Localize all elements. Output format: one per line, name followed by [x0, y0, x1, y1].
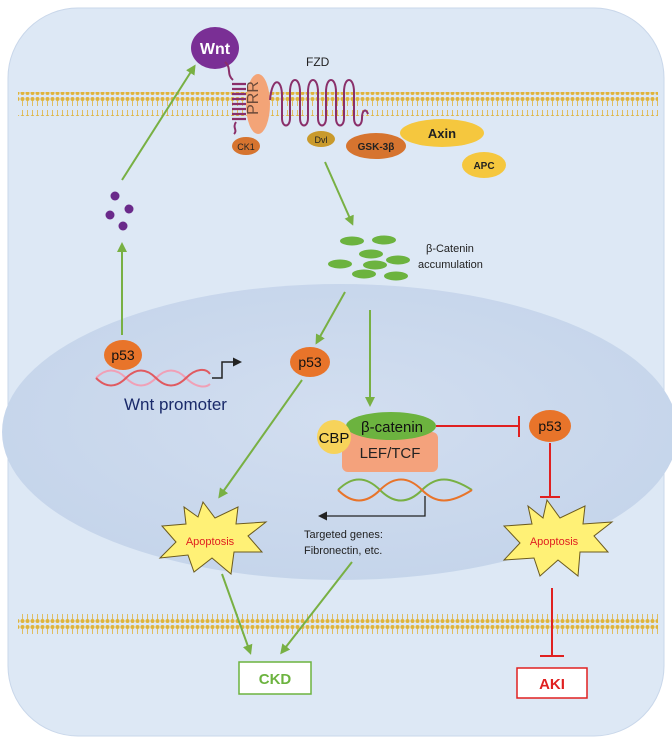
- prr-receptor-coil: [232, 82, 246, 121]
- prr-label: PRR: [245, 81, 262, 115]
- gsk3b-label: GSK-3β: [358, 142, 395, 153]
- p53-middle: [290, 347, 330, 377]
- dvl-label: Dvl: [315, 135, 328, 145]
- arrow-dots-to-wnt: [121, 64, 196, 181]
- aki-box: [516, 667, 588, 699]
- target-gene-dna: [337, 478, 473, 502]
- arrow-apoptosis-to-ckd: [221, 573, 253, 655]
- secreted-wnt-dots: [105, 191, 134, 231]
- bcatenin-cluster: [328, 235, 410, 281]
- leftcf-complex: [342, 432, 438, 472]
- ckd-label: CKD: [259, 671, 292, 688]
- axin-label: Axin: [428, 126, 456, 141]
- arrow-dvl-to-bcatenin: [324, 161, 354, 226]
- p53-left: [104, 340, 142, 370]
- aki-label: AKI: [539, 676, 565, 693]
- bcatenin-accum-label-2: accumulation: [418, 259, 483, 271]
- prr-receptor-loops: [224, 61, 234, 81]
- apc-label: APC: [473, 161, 494, 172]
- bcatenin-nuclear-label: β-catenin: [361, 419, 423, 436]
- apoptosis-right-label: Apoptosis: [530, 536, 579, 548]
- prr-receptor-tail: [233, 121, 237, 135]
- wnt-ligand: [191, 27, 239, 69]
- fzd-label: FZD: [306, 55, 330, 69]
- ck1-protein: [232, 137, 260, 155]
- cbp-protein: [317, 420, 351, 454]
- transcription-start-arrow: [212, 357, 242, 379]
- apc-protein: [462, 152, 506, 178]
- bcatenin-nuclear: [346, 412, 436, 440]
- ck1-label: CK1: [237, 142, 255, 152]
- wnt-label: Wnt: [200, 41, 231, 58]
- wnt-promoter-label: Wnt promoter: [124, 395, 227, 414]
- apoptosis-burst-left: [158, 500, 268, 575]
- dvl-protein: [307, 131, 335, 147]
- apoptosis-left-label: Apoptosis: [186, 536, 235, 548]
- plasma-membrane-top: [18, 92, 658, 116]
- p53-right-label: p53: [538, 418, 562, 434]
- targeted-genes-label-1: Targeted genes:: [304, 529, 383, 541]
- apoptosis-burst-right: [502, 498, 614, 577]
- ckd-box: [238, 661, 312, 695]
- arrow-p53-to-apoptosis-left: [218, 379, 303, 499]
- axin-protein: [400, 119, 484, 147]
- p53-right: [529, 410, 571, 442]
- p53-left-label: p53: [111, 347, 135, 363]
- arrow-bcatenin-to-p53: [315, 291, 346, 345]
- bcatenin-accum-label-1: β-Catenin: [426, 243, 474, 255]
- fzd-receptor: [269, 79, 369, 127]
- arrow-dna-to-targets: [318, 496, 426, 521]
- targeted-genes-label-2: Fibronectin, etc.: [304, 545, 382, 557]
- gsk3b-protein: [346, 133, 406, 159]
- plasma-membrane-bottom: [18, 612, 658, 636]
- cbp-label: CBP: [319, 430, 350, 447]
- leftcf-label: LEF/TCF: [360, 445, 421, 462]
- arrow-targets-to-ckd: [280, 561, 353, 655]
- wnt-promoter-dna: [95, 368, 211, 388]
- prr-protein: [246, 74, 270, 134]
- p53-middle-label: p53: [298, 354, 322, 370]
